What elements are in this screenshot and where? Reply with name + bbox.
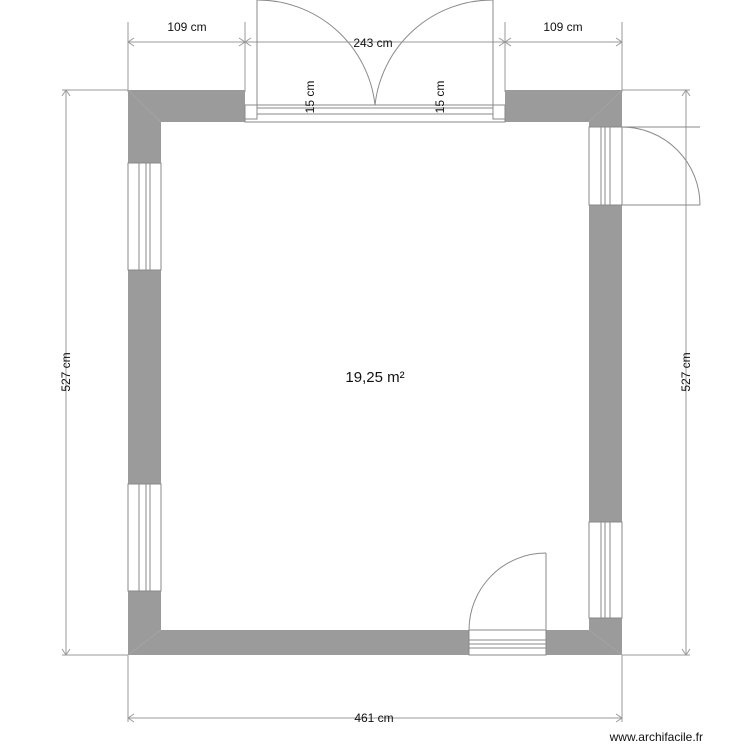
dim-jamb-right: 15 cm — [433, 81, 447, 114]
arrow — [681, 648, 691, 656]
arrow — [244, 37, 252, 47]
bottom-door — [468, 552, 547, 656]
arrow — [127, 37, 135, 47]
top-double-door — [244, 0, 506, 123]
arrow — [615, 37, 623, 47]
right-jamb — [492, 104, 506, 120]
left-window-top — [127, 162, 162, 271]
dim-top-center: 243 cm — [353, 36, 392, 50]
right-door — [588, 126, 701, 206]
left-window-bottom — [127, 483, 162, 592]
arrow — [615, 713, 623, 723]
left-jamb — [244, 104, 258, 120]
left-window-top-frame — [127, 162, 162, 271]
dim-left: 527 cm — [59, 352, 73, 391]
arrow — [61, 648, 71, 656]
dim-top-left: 109 cm — [167, 20, 206, 34]
watermark-text: www.archifacile.fr — [609, 730, 703, 744]
left-window-bottom-frame — [127, 483, 162, 592]
bottom-door-swing — [468, 552, 547, 631]
left-door-swing — [257, 0, 376, 106]
dim-top-right: 109 cm — [543, 20, 582, 34]
dim-jamb-left: 15 cm — [303, 81, 317, 114]
arrow — [504, 37, 512, 47]
wall-top-left — [128, 90, 245, 122]
right-door-swing — [621, 126, 701, 206]
wall-bottom — [128, 630, 622, 655]
bottom-door-frame — [468, 629, 547, 656]
arrow — [61, 89, 71, 97]
dimension-lines — [61, 22, 691, 723]
arrow — [681, 89, 691, 97]
room-area-label: 19,25 m² — [345, 369, 404, 386]
wall-top-right — [505, 90, 622, 122]
right-window-bottom — [588, 521, 623, 619]
right-door-swing — [374, 0, 493, 106]
arrow — [127, 713, 135, 723]
dim-right: 527 cm — [679, 352, 693, 391]
wall-right — [589, 90, 622, 655]
dim-bottom: 461 cm — [354, 711, 393, 725]
